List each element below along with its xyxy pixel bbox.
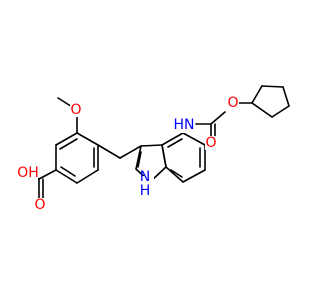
carboxylic-oh-label: OH: [17, 165, 39, 181]
carbamate-double-o-label: O: [205, 135, 216, 151]
amide-nh-label: HN: [174, 117, 195, 133]
indole-n-label: N: [140, 169, 150, 185]
carbamate-single-o-label: O: [227, 95, 238, 111]
structure-svg: OH O O HN O O N H: [17, 85, 290, 213]
benzylic-linker: [97, 144, 142, 159]
indole-h-label: H: [140, 183, 151, 199]
carboxylic-o-label: O: [34, 197, 45, 213]
molecule-diagram: OH O O HN O O N H: [17, 85, 290, 213]
indole-benzene-ring: [161, 132, 206, 183]
methoxy-o-label: O: [70, 102, 81, 118]
benzoic-ring: [55, 132, 99, 184]
cyclopentyl-ring: [251, 85, 290, 118]
